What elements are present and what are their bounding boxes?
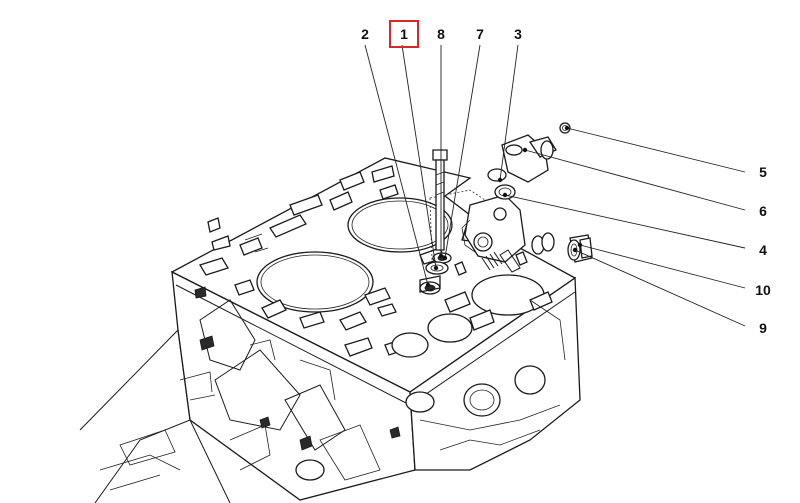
callout-6[interactable]: 6 — [759, 203, 767, 219]
callout-7[interactable]: 7 — [476, 26, 484, 42]
leader-lines — [364, 44, 746, 327]
cylinder-block — [79, 157, 581, 503]
callout-8[interactable]: 8 — [437, 26, 445, 42]
callout-5[interactable]: 5 — [759, 164, 767, 180]
callout-2[interactable]: 2 — [361, 26, 369, 42]
callout-10[interactable]: 10 — [755, 282, 771, 298]
pump-housing-assembly — [429, 122, 593, 276]
callout-3[interactable]: 3 — [514, 26, 522, 42]
callout-1[interactable]: 1 — [389, 20, 419, 48]
callout-4[interactable]: 4 — [759, 242, 767, 258]
callout-9[interactable]: 9 — [759, 320, 767, 336]
